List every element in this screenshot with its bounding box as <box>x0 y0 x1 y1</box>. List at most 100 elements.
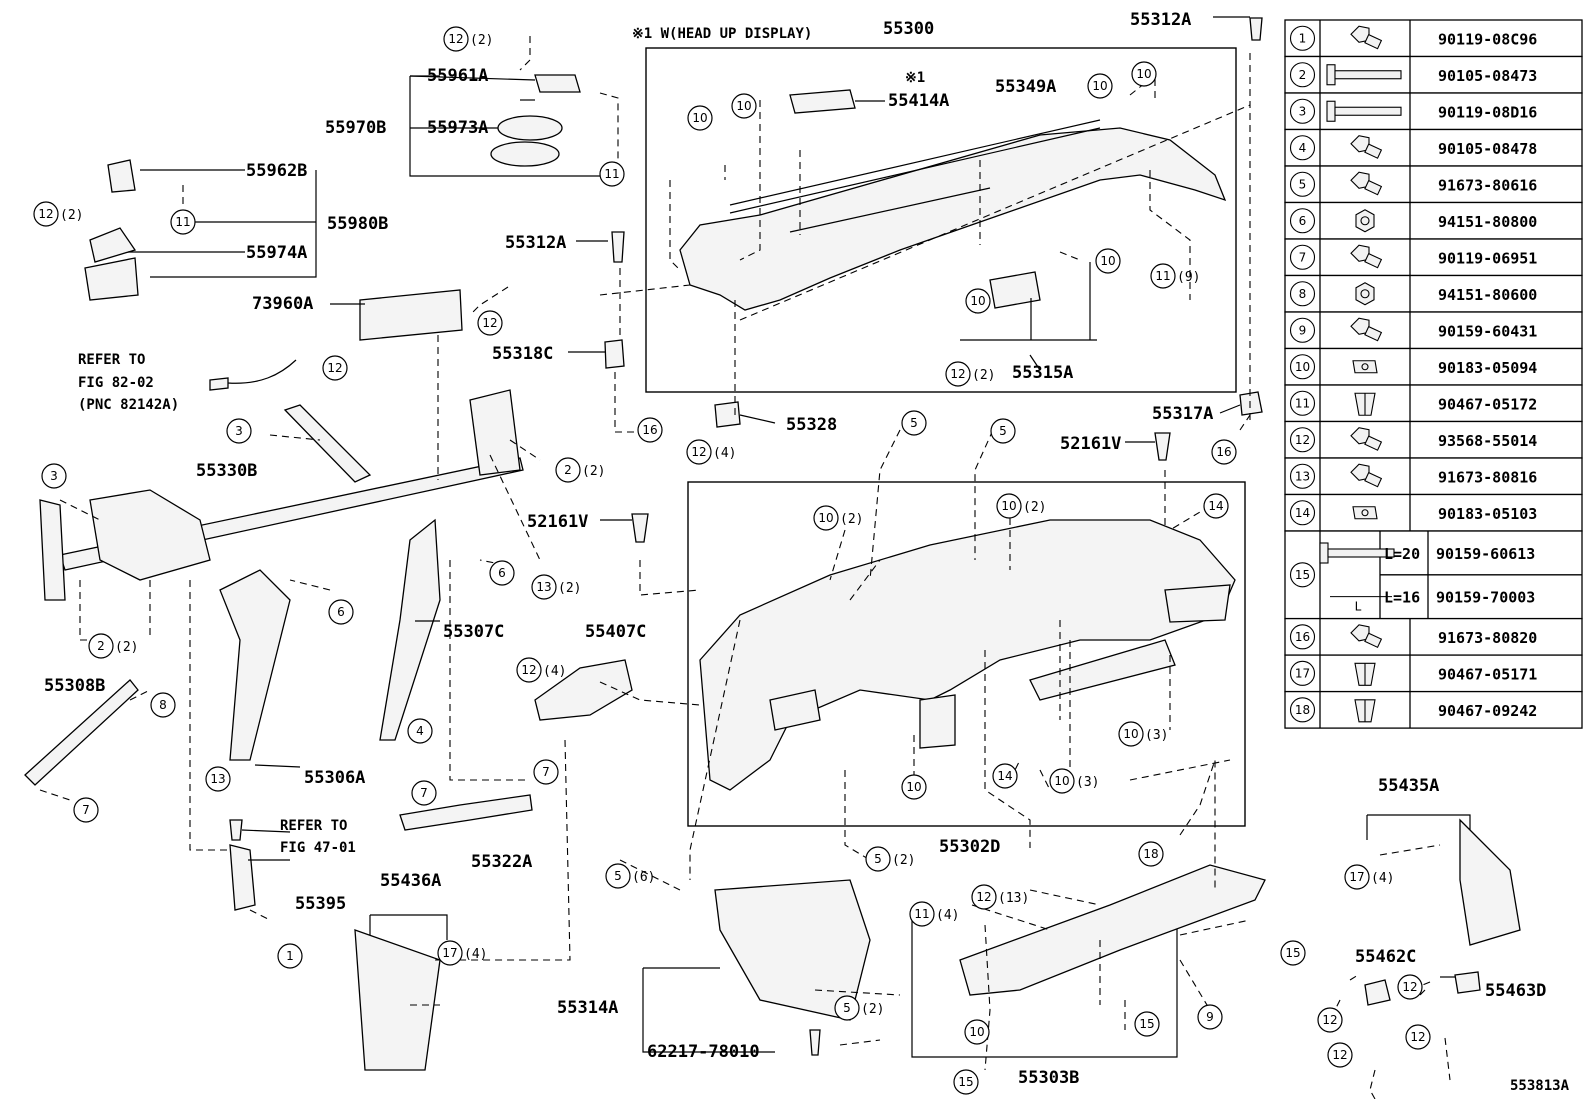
svg-text:16: 16 <box>1216 445 1231 459</box>
panel-lower-brace <box>1029 639 1176 701</box>
sensor-62217 <box>809 1029 821 1056</box>
svg-text:11: 11 <box>1155 269 1170 283</box>
connector-wire <box>209 377 229 391</box>
part-number: 91673-80616 <box>1438 176 1537 194</box>
svg-text:(2): (2) <box>60 208 83 223</box>
svg-text:15: 15 <box>958 1075 973 1089</box>
table-callout <box>1289 281 1316 307</box>
screw-55312a-top <box>1249 17 1263 41</box>
svg-text:6: 6 <box>498 566 506 580</box>
svg-text:12: 12 <box>1322 1013 1337 1027</box>
label-55307c: 55307C <box>443 622 504 642</box>
label-52161v-left: 52161V <box>527 512 588 532</box>
hud-cover-55414a <box>789 89 856 114</box>
svg-text:(2): (2) <box>470 33 493 48</box>
part-number: 90105-08473 <box>1438 67 1537 85</box>
svg-text:8: 8 <box>159 698 167 712</box>
dash-panel-group-box <box>645 47 1237 393</box>
table-callout <box>1289 354 1316 380</box>
table-callout-number: 6 <box>1299 214 1307 228</box>
push-clip-icon <box>1354 699 1376 723</box>
table-callout-number: 7 <box>1299 250 1307 264</box>
svg-text:12: 12 <box>691 445 706 459</box>
svg-text:FIG 82-02: FIG 82-02 <box>78 375 154 391</box>
flange-bolt-icon <box>1350 427 1383 451</box>
flange-bolt-icon <box>1350 135 1383 159</box>
table-row: 91673-80616 <box>1284 165 1583 204</box>
label-55315a: 55315A <box>1012 363 1073 383</box>
label-55463d: 55463D <box>1485 981 1546 1001</box>
svg-text:10: 10 <box>1001 499 1016 513</box>
part-number: 90183-05103 <box>1438 505 1537 523</box>
bolt-refer-47-01 <box>229 819 243 841</box>
bracket-55395 <box>229 844 256 911</box>
label-55980b: 55980B <box>327 214 388 234</box>
reinforcement-right-bracket <box>469 389 521 476</box>
bracket-55970b <box>409 76 612 177</box>
svg-text:(3): (3) <box>1145 728 1168 743</box>
table-callout <box>1289 135 1316 161</box>
table-callout-number: 17 <box>1295 666 1310 680</box>
table-callout-number: 18 <box>1295 703 1310 717</box>
table-callout-number: 14 <box>1295 506 1310 520</box>
table-row: 90183-05094 <box>1284 347 1583 386</box>
svg-text:2: 2 <box>564 463 572 477</box>
svg-text:9: 9 <box>1206 1010 1214 1024</box>
clip-55463d <box>1454 971 1481 994</box>
svg-text:5: 5 <box>614 869 622 883</box>
brace-55322a <box>399 794 533 831</box>
undercover-55303b <box>959 864 1266 996</box>
part-number: 90119-08D16 <box>1438 103 1537 121</box>
svg-text:10: 10 <box>1054 774 1069 788</box>
svg-text:18: 18 <box>1143 847 1158 861</box>
svg-text:10: 10 <box>906 780 921 794</box>
table-row: 90119-08D16 <box>1284 92 1583 131</box>
label-55414a: 55414A <box>888 91 949 111</box>
part-number: 94151-80800 <box>1438 213 1537 231</box>
table-row: 90183-05103 <box>1284 493 1583 532</box>
label-55435a: 55435A <box>1378 776 1439 796</box>
instrument-panel-group-box <box>687 481 1246 827</box>
table-callout-number: 4 <box>1299 141 1307 155</box>
part-number: 90467-05172 <box>1438 395 1537 413</box>
table-callout <box>1289 98 1316 124</box>
hud-mark: ※1 <box>905 70 925 86</box>
part-number: 91673-80816 <box>1438 468 1537 486</box>
label-55395: 55395 <box>295 894 346 914</box>
svg-text:3: 3 <box>50 469 58 483</box>
label-55312a-mid: 55312A <box>505 233 566 253</box>
part-number: 90467-05171 <box>1438 665 1537 683</box>
svg-text:13: 13 <box>210 772 225 786</box>
svg-text:12: 12 <box>327 361 342 375</box>
table-callout <box>1289 62 1316 88</box>
label-55302d: 55302D <box>939 837 1000 857</box>
svg-text:10: 10 <box>1092 79 1107 93</box>
label-55300: 55300 <box>883 19 934 39</box>
flange-bolt-icon <box>1350 25 1383 50</box>
svg-text:14: 14 <box>1208 499 1223 513</box>
table-callout <box>1289 500 1316 526</box>
table-row: 90119-08C96 <box>1284 19 1583 58</box>
svg-text:17: 17 <box>1349 870 1364 884</box>
table-row: 91673-80816 <box>1284 457 1583 496</box>
svg-text:REFER TO: REFER TO <box>78 352 145 368</box>
svg-text:5: 5 <box>999 424 1007 438</box>
label-55303b: 55303B <box>1018 1068 1079 1088</box>
svg-text:7: 7 <box>82 803 90 817</box>
brace-55307c <box>379 518 441 741</box>
clip-nut-icon <box>1352 506 1378 520</box>
svg-text:12: 12 <box>448 32 463 46</box>
svg-text:2: 2 <box>97 639 105 653</box>
table-callout-number: 3 <box>1299 104 1307 118</box>
svg-text:12: 12 <box>482 316 497 330</box>
long-bolt-icon <box>1326 64 1402 86</box>
table-callout-number: 8 <box>1299 287 1307 301</box>
part-number: 90105-08478 <box>1438 140 1537 158</box>
length-a: L=20 <box>1384 545 1420 563</box>
table-callout <box>1289 25 1316 51</box>
svg-text:(4): (4) <box>543 664 566 679</box>
svg-text:11: 11 <box>175 215 190 229</box>
table-row: 90105-08478 <box>1284 128 1583 167</box>
